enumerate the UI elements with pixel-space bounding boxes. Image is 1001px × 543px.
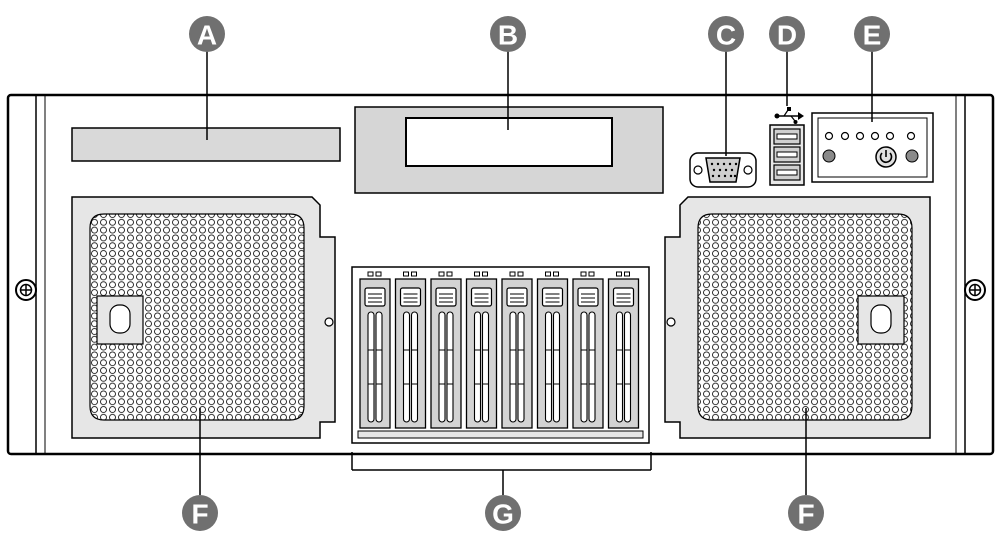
callout-f-left: F — [182, 495, 218, 531]
callout-d: D — [769, 16, 805, 52]
left-screw-icon — [15, 279, 37, 301]
right-fan-grille — [664, 196, 931, 439]
drive-carrier — [430, 271, 462, 429]
drive-cage — [351, 266, 650, 444]
power-icon — [875, 146, 897, 168]
left-fan-grille — [71, 196, 336, 439]
callout-f-right: F — [788, 495, 824, 531]
vga-port — [689, 152, 757, 188]
callout-b: B — [490, 16, 526, 52]
drive-carrier — [394, 271, 427, 429]
usb-icon — [774, 107, 804, 124]
callout-c-label: C — [716, 20, 736, 51]
optical-drive-bay — [71, 127, 341, 162]
leader-lines — [199, 50, 873, 495]
usb-ports — [769, 124, 805, 186]
callout-g: G — [485, 495, 521, 531]
drive-carrier — [607, 271, 640, 429]
callout-f-right-label: F — [797, 499, 814, 530]
drive-carrier — [501, 271, 533, 429]
callout-e: E — [854, 16, 890, 52]
callout-a-label: A — [197, 20, 217, 51]
drive-cage-bracket — [351, 452, 652, 495]
callout-f-left-label: F — [191, 499, 208, 530]
control-panel — [811, 112, 934, 183]
callout-a: A — [189, 16, 225, 52]
callout-g-label: G — [492, 499, 514, 530]
callout-c: C — [708, 16, 744, 52]
drive-bay-5-25 — [354, 106, 664, 194]
drive-carrier — [465, 271, 498, 429]
callout-b-label: B — [498, 20, 518, 51]
drive-carrier — [536, 271, 569, 429]
right-screw-icon — [964, 279, 986, 301]
callout-d-label: D — [777, 20, 797, 51]
drive-carrier — [359, 271, 391, 429]
drive-carrier — [572, 271, 604, 429]
callout-e-label: E — [863, 20, 882, 51]
